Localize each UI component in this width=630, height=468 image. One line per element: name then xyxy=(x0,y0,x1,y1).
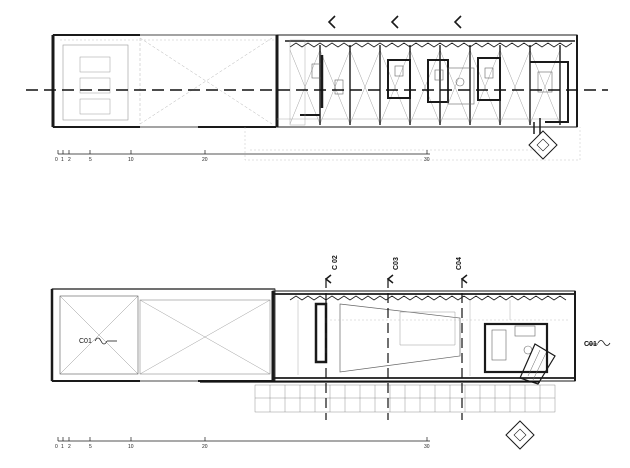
scale-tick: 5 xyxy=(89,444,92,450)
bottom-scale-bar xyxy=(57,437,430,442)
scale-tick: 0 xyxy=(55,444,58,450)
top-terrace xyxy=(51,34,278,128)
scale-tick: 1 xyxy=(61,444,64,450)
scale-tick: 1 xyxy=(61,157,64,163)
top-floor-plan xyxy=(26,15,608,161)
scale-tick: 5 xyxy=(89,157,92,163)
section-label-c01: C01 xyxy=(79,338,92,345)
bottom-section-labels: C01 C01 C 02 C03 C04 xyxy=(79,255,597,348)
section-label-c02: C 02 xyxy=(332,255,339,270)
top-scale-labels: 0 1 2 5 10 20 30 xyxy=(55,157,430,163)
scale-tick: 20 xyxy=(202,444,208,450)
scale-tick: 30 xyxy=(424,444,430,450)
section-label-c04: C04 xyxy=(456,257,463,270)
bottom-site-grid xyxy=(254,384,556,413)
section-label-c01-right: C01 xyxy=(584,341,597,348)
bottom-floor-plan xyxy=(50,274,611,450)
scale-tick: 10 xyxy=(128,444,134,450)
top-scale-bar xyxy=(57,150,430,155)
bottom-terrace xyxy=(50,288,276,382)
scale-tick: 30 xyxy=(424,157,430,163)
scale-tick: 20 xyxy=(202,157,208,163)
scale-tick: 2 xyxy=(68,157,71,163)
scale-tick: 10 xyxy=(128,157,134,163)
bottom-section-cuts xyxy=(325,278,463,420)
top-building xyxy=(244,15,581,161)
section-label-c03: C03 xyxy=(393,257,400,270)
top-entry-diamond xyxy=(528,130,558,160)
bottom-entry-diamond xyxy=(505,420,535,450)
bottom-building xyxy=(271,290,576,385)
scale-tick: 0 xyxy=(55,157,58,163)
scale-tick: 2 xyxy=(68,444,71,450)
bottom-scale-labels: 0 1 2 5 10 20 30 xyxy=(55,444,430,450)
